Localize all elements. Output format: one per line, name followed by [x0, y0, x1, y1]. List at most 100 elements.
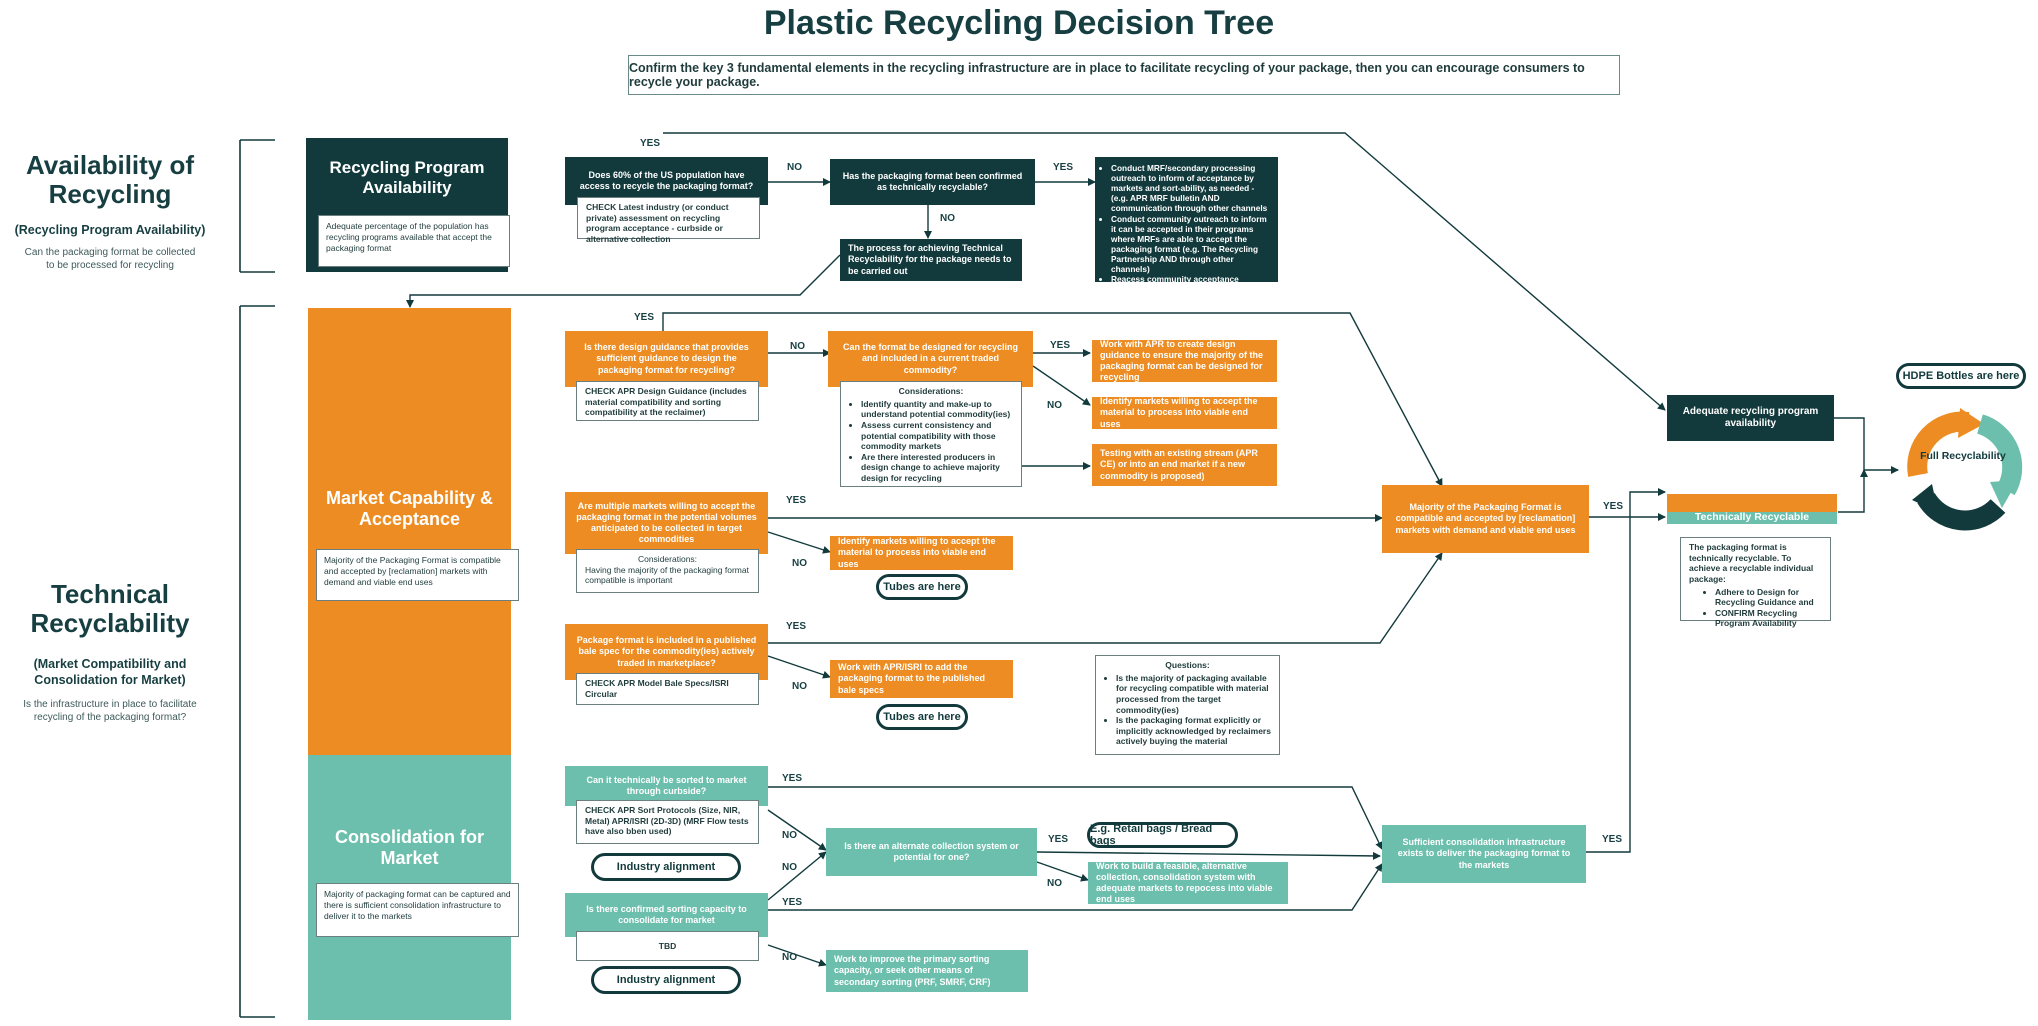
subtitle-box: Confirm the key 3 fundamental elements i… [628, 55, 1620, 95]
avail-q1-note: CHECK Latest industry (or conduct privat… [577, 197, 760, 244]
arrow-cq2-yes [1036, 851, 1381, 860]
arrow-mq2-no [1032, 365, 1091, 406]
q3-note-text: Having the majority of the packaging for… [585, 564, 749, 586]
hdpe-bottles-pill: HDPE Bottles are here [1896, 363, 2026, 389]
label-no: NO [940, 213, 955, 224]
label-no: NO [787, 162, 802, 173]
recycle-cycle-icon [1907, 408, 2023, 531]
technically-recyclable-title: Technically Recyclable [1694, 511, 1810, 523]
consolidation-band-title: Consolidation for Market [335, 827, 484, 868]
market-q4-note: CHECK APR Model Bale Specs/ISRI Circular [576, 673, 759, 705]
label-yes: YES [1603, 501, 1624, 512]
questions-title: Questions: [1165, 660, 1210, 670]
consolidation-band: Consolidation for Market Majority of pac… [308, 755, 519, 1020]
recycling-program-title: Recycling Program Availability [329, 158, 485, 197]
availability-subtitle: (Recycling Program Availability) [14, 223, 206, 237]
label-no: NO [782, 952, 797, 963]
market-band-desc: Majority of the Packaging Format is comp… [316, 549, 519, 601]
market-band: Market Capability & Acceptance Majority … [308, 308, 519, 755]
technical-description: Is the infrastructure in place to facili… [23, 699, 197, 723]
tech-item: CONFIRM Recycling Program Availability [1715, 608, 1822, 629]
arrow-adequate-to-full [1834, 417, 1899, 474]
arrow-q1-yes [663, 132, 1666, 411]
label-no: NO [792, 681, 807, 692]
retail-bags-pill: E.g. Retail bags / Bread bags [1087, 822, 1238, 848]
market-questions: Questions: Is the majority of packaging … [1095, 655, 1280, 755]
consol-q2: Is there an alternate collection system … [826, 828, 1037, 876]
consol-q3: Is there confirmed sorting capacity to c… [565, 893, 768, 937]
recycling-program-desc: Adequate percentage of the population ha… [318, 215, 510, 267]
label-no: NO [1047, 400, 1062, 411]
tech-item: Adhere to Design for Recycling Guidance … [1715, 587, 1822, 608]
consol-q2-action: Work to build a feasible, alternative co… [1088, 861, 1288, 904]
label-yes: YES [640, 138, 661, 149]
question-item: Is the packaging format explicitly or im… [1116, 715, 1271, 747]
recycling-program-band: Recycling Program Availability Adequate … [306, 138, 510, 272]
market-q1: Is there design guidance that provides s… [565, 331, 768, 387]
technical-title: Technical Recyclability [30, 579, 190, 639]
label-yes: YES [786, 495, 807, 506]
label-yes: YES [1050, 340, 1071, 351]
q3-note-title: Considerations: [637, 554, 698, 564]
arrow-mq3-no [767, 531, 831, 554]
label-yes: YES [782, 773, 803, 784]
market-band-title: Market Capability & Acceptance [325, 488, 494, 529]
label-yes: YES [1053, 162, 1074, 173]
label-yes: YES [1048, 834, 1069, 845]
consol-q1: Can it technically be sorted to market t… [565, 766, 768, 806]
arrow-cq1-no [767, 809, 827, 851]
consolidation-band-desc: Majority of packaging format can be capt… [316, 883, 519, 937]
market-q3: Are multiple markets willing to accept t… [565, 492, 768, 554]
tubes-here-pill: Tubes are here [876, 574, 968, 600]
label-yes: YES [634, 312, 655, 323]
consideration-item: Identify quantity and make-up to underst… [861, 399, 1013, 420]
technical-bracket [239, 305, 275, 1018]
question-item: Is the majority of packaging available f… [1116, 673, 1271, 716]
market-q3-note: Considerations: Having the majority of t… [576, 549, 759, 593]
arrow-mq1-yes [662, 312, 1443, 487]
market-q4: Package format is included in a publishe… [565, 624, 768, 680]
market-considerations: Considerations: Identify quantity and ma… [840, 381, 1022, 487]
arrow-cq1-yes [768, 786, 1383, 850]
market-q3-action: Identify markets willing to accept the m… [830, 536, 1013, 570]
technical-subtitle: (Market Compatibility and Consolidation … [33, 657, 187, 688]
label-yes: YES [786, 621, 807, 632]
arrow-process-to-market [406, 254, 841, 308]
technically-recyclable-desc: The packaging format is technically recy… [1680, 537, 1831, 628]
label-no: NO [792, 558, 807, 569]
tubes-here-pill: Tubes are here [876, 704, 968, 730]
industry-alignment-pill: Industry alignment [591, 966, 741, 994]
page-title: Plastic Recycling Decision Tree [763, 4, 1275, 42]
consol-q3-note: TBD [576, 931, 759, 961]
availability-bracket [239, 139, 275, 273]
consideration-item: Are there interested producers in design… [861, 452, 1013, 484]
consol-q1-note: CHECK APR Sort Protocols (Size, NIR, Met… [576, 800, 759, 844]
label-yes: YES [782, 897, 803, 908]
label-no: NO [782, 862, 797, 873]
avail-q2: Has the packaging format been confirmed … [830, 159, 1035, 205]
market-action-markets: Identify markets willing to accept the m… [1092, 396, 1277, 429]
adequate-availability: Adequate recycling program availability [1667, 395, 1834, 441]
arrow-cq3-no-alt [767, 851, 827, 901]
arrow-sufficient-yes [1586, 488, 1666, 853]
market-action-testing: Testing with an existing stream (APR CE)… [1092, 444, 1277, 486]
arrow-mq4-no [767, 655, 831, 679]
label-no: NO [782, 830, 797, 841]
label-no: NO [790, 341, 805, 352]
market-q4-action: Work with APR/ISRI to add the packaging … [830, 660, 1013, 698]
availability-description: Can the packaging format be collected to… [24, 247, 196, 271]
arrow-cq2-no [1036, 861, 1089, 882]
market-action-design: Work with APR to create design guidance … [1092, 339, 1277, 382]
arrow-tech-to-full [1838, 469, 1868, 513]
arrow-cq3-no [767, 944, 827, 967]
avail-action-item: Conduct MRF/secondary processing outreac… [1111, 163, 1270, 214]
full-recyclability-label: Full Recyclability [1920, 450, 2006, 462]
consol-q3-action: Work to improve the primary sorting capa… [826, 950, 1028, 992]
technically-recyclable-header: Technically Recyclable [1667, 494, 1837, 524]
consol-sufficient: Sufficient consolidation infrastructure … [1382, 825, 1586, 883]
availability-title: Availability of Recycling [25, 150, 195, 210]
tech-desc-text: The packaging format is technically recy… [1689, 542, 1814, 584]
market-q1-note: CHECK APR Design Guidance (includes mate… [576, 381, 759, 421]
arrow-mq4-yes [768, 552, 1443, 644]
